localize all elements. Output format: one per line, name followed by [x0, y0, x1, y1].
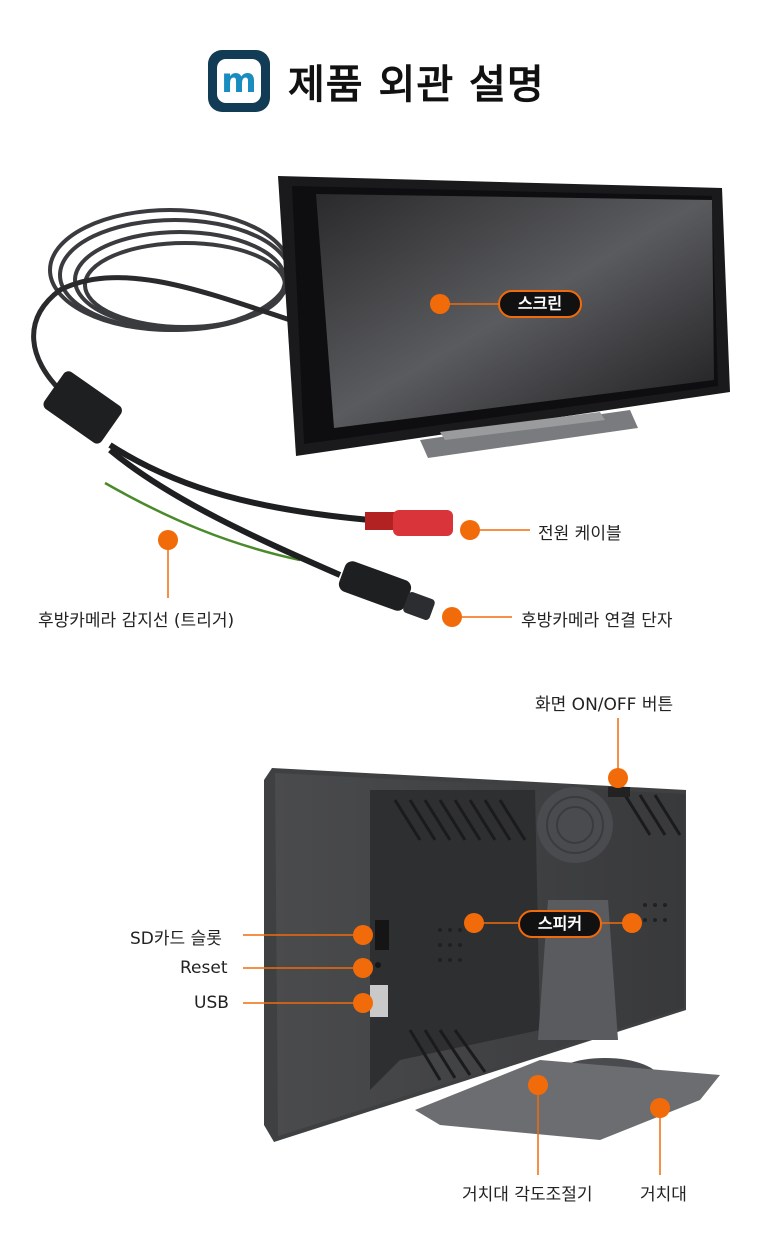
front-monitor [278, 176, 730, 458]
label-power-cable: 전원 케이블 [538, 524, 622, 544]
rear-cam-plug [338, 561, 412, 611]
label-rear-cam-connector: 후방카메라 연결 단자 [521, 611, 673, 631]
label-screen: 스크린 [498, 290, 582, 318]
label-mount: 거치대 [640, 1185, 687, 1205]
brand-logo: m [208, 50, 270, 112]
cable-coil [48, 208, 292, 332]
label-usb: USB [194, 993, 229, 1013]
label-sd-slot: SD카드 슬롯 [130, 929, 222, 949]
label-power-button: 화면 ON/OFF 버튼 [535, 695, 674, 715]
label-mount-angle: 거치대 각도조절기 [462, 1185, 593, 1205]
label-rear-cam-trigger: 후방카메라 감지선 (트리거) [38, 611, 235, 631]
back-monitor [264, 768, 720, 1142]
label-reset: Reset [180, 958, 228, 978]
label-speaker: 스피커 [518, 910, 602, 938]
trigger-wire [104, 481, 301, 562]
page-title: 제품 외관 설명 [288, 62, 545, 108]
logo-letter: m [221, 61, 257, 101]
callout-dots [158, 294, 670, 1118]
cable-junction [43, 371, 122, 444]
power-plug [365, 512, 395, 530]
